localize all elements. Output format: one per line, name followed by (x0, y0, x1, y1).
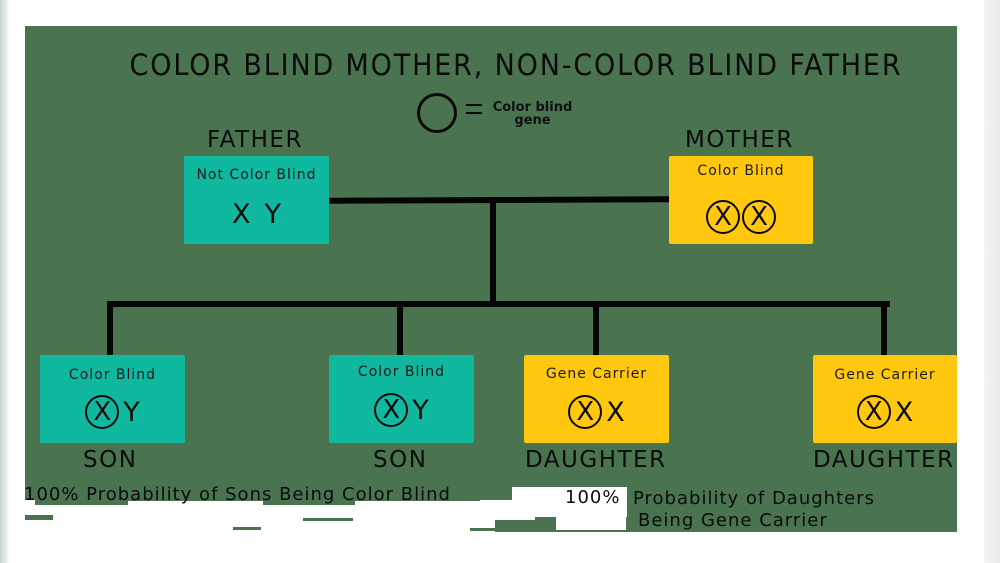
daughters-probability-line-1: Probability of Daughters (633, 488, 875, 509)
erased-remnant (470, 528, 522, 531)
right-edge-shadow (984, 0, 1000, 563)
daughter-card-1: Gene Carrier X X (524, 355, 669, 443)
circled-allele-x-icon: X (856, 395, 891, 429)
allele-y: Y (264, 199, 282, 230)
daughter-1-genotype: X X (524, 395, 669, 429)
circled-allele-x-icon: X (568, 395, 603, 429)
color-blind-gene-circle-icon (417, 93, 457, 133)
son-2-status: Color Blind (357, 364, 446, 380)
father-genotype: X Y (184, 201, 329, 228)
son-1-label: SON (83, 447, 138, 473)
son-1-genotype: X Y (40, 395, 185, 429)
father-label: FATHER (207, 127, 303, 153)
legend-line-2: gene (514, 113, 551, 128)
child-drop-line-2 (397, 301, 403, 355)
circled-allele-x-icon: X (706, 200, 740, 234)
erased-patch (128, 501, 263, 505)
erased-remnant (25, 515, 53, 520)
daughter-card-2: Gene Carrier X X (813, 355, 957, 443)
allele-x: X (606, 396, 625, 428)
mother-status: Color Blind (697, 163, 785, 179)
sibling-line (107, 301, 890, 307)
allele-x: X (232, 199, 251, 230)
child-drop-line-1 (107, 301, 113, 355)
daughters-probability-percent: 100% (565, 487, 621, 508)
descent-line (490, 203, 496, 304)
son-card-1: Color Blind X Y (40, 355, 185, 443)
legend-text: Color blind gene (485, 101, 580, 127)
son-2-label: SON (373, 447, 428, 473)
daughter-2-genotype: X X (813, 395, 957, 429)
circled-allele-x-icon: X (85, 395, 120, 429)
son-card-2: Color Blind X Y (329, 355, 474, 443)
daughter-1-status: Gene Carrier (545, 366, 648, 382)
erased-patch (355, 501, 495, 505)
circled-allele-x-icon: X (374, 393, 409, 427)
erased-patch (480, 500, 535, 520)
circled-allele-x-icon: X (742, 200, 776, 234)
son-2-genotype: X Y (329, 393, 474, 427)
erased-remnant (303, 518, 353, 521)
daughter-1-label: DAUGHTER (525, 447, 667, 473)
daughter-2-label: DAUGHTER (813, 447, 955, 473)
erased-remnant (233, 527, 261, 530)
allele-y: Y (412, 394, 429, 426)
mother-label: MOTHER (685, 127, 794, 153)
sons-probability-text: 100% Probability of Sons Being Color Bli… (24, 484, 451, 505)
diagram-title: COLOR BLIND MOTHER, NON-COLOR BLIND FATH… (129, 48, 903, 82)
equals-icon (466, 104, 482, 114)
erased-patch (556, 515, 626, 530)
allele-x: X (894, 396, 914, 428)
left-edge-shadow (0, 0, 10, 563)
pedigree-board: COLOR BLIND MOTHER, NON-COLOR BLIND FATH… (25, 26, 957, 532)
mother-card: Color Blind X X (669, 156, 813, 244)
erased-patch (25, 500, 35, 505)
child-drop-line-4 (881, 301, 887, 355)
child-drop-line-3 (593, 301, 599, 355)
daughters-probability-line-2: Being Gene Carrier (638, 510, 828, 531)
allele-y: Y (123, 396, 140, 428)
father-card: Not Color Blind X Y (184, 156, 329, 244)
mother-genotype: X X (669, 200, 813, 234)
daughter-2-status: Gene Carrier (834, 367, 936, 383)
legend-line-1: Color blind (492, 100, 573, 115)
father-status: Not Color Blind (196, 167, 317, 183)
son-1-status: Color Blind (68, 367, 157, 383)
